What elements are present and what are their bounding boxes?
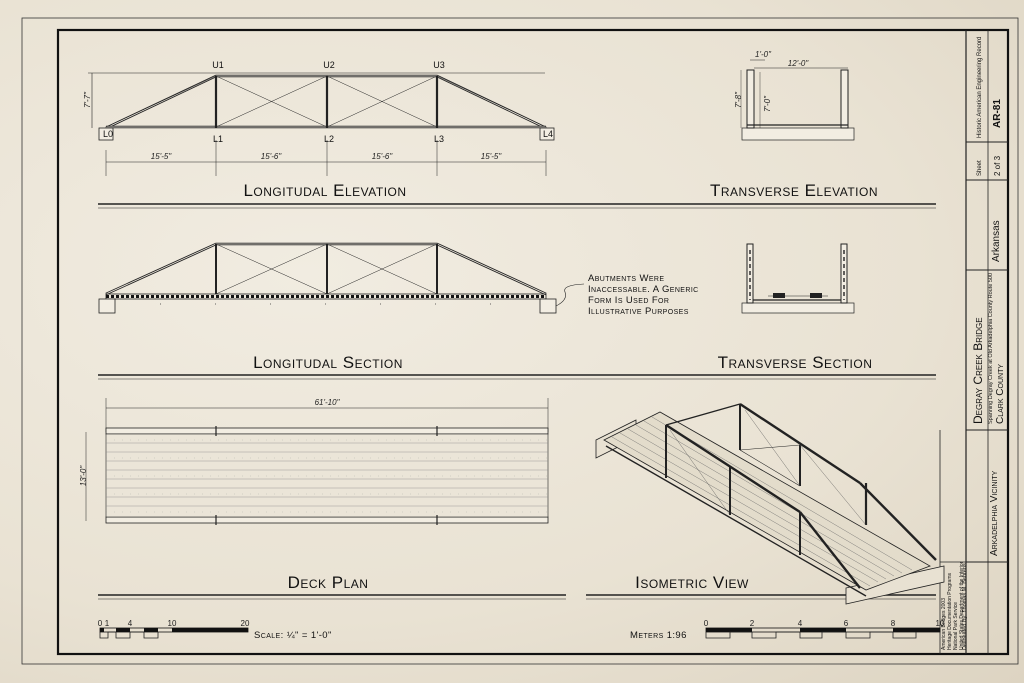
scale-ft-tick-20: 20 bbox=[241, 619, 250, 628]
longitudal-elevation-drawing: 7'-7" 15'-5" 15'-6" 15'-6" 15'-5" U1 U2 … bbox=[83, 60, 555, 176]
scale-ft-tick-4: 4 bbox=[128, 619, 133, 628]
label-L1: L1 bbox=[213, 134, 223, 144]
dim-panel-3: 15'-6" bbox=[372, 152, 394, 161]
vicinity: Arkadelphia Vicinity bbox=[989, 470, 1000, 556]
label-U3: U3 bbox=[433, 60, 445, 70]
note-line-1: Abutments Were bbox=[588, 273, 664, 284]
record-number: AR-81 bbox=[992, 99, 1003, 128]
transverse-section-drawing bbox=[741, 243, 855, 314]
label-L0: L0 bbox=[103, 129, 113, 139]
record-label: Historic American Engineering Record bbox=[977, 37, 983, 138]
scale-label-meters: Meters 1:96 bbox=[630, 630, 687, 641]
inner-border bbox=[56, 28, 1010, 656]
graphic-scale-meters: 0 2 4 6 8 10 bbox=[704, 619, 945, 639]
bridge-name: Degray Creek Bridge bbox=[971, 317, 985, 424]
transverse-elevation-drawing: 12'-0" 1'-0" 7'-8" 7'-0" bbox=[734, 50, 855, 141]
scale-label-feet: Scale: ¼" = 1'-0" bbox=[254, 630, 332, 641]
note-line-4: Illustrative Purposes bbox=[588, 306, 689, 317]
note-line-3: Form Is Used For bbox=[588, 295, 669, 306]
title-longitudal-section: Longitudal Section bbox=[253, 353, 403, 372]
scale-m-tick-4: 4 bbox=[798, 619, 803, 628]
state: Arkansas bbox=[991, 220, 1002, 262]
label-L3: L3 bbox=[434, 134, 444, 144]
label-L4: L4 bbox=[543, 129, 553, 139]
longitudal-section-drawing bbox=[98, 242, 585, 314]
sheet-number: 2 of 3 bbox=[993, 155, 1002, 176]
agency-line-3: National Park Service bbox=[953, 602, 959, 650]
title-deck-plan: Deck Plan bbox=[288, 573, 369, 592]
bridge-subtitle: Spanning Degray Creek at Old Arkadelphia… bbox=[988, 273, 994, 424]
dim-te-h2: 7'-0" bbox=[763, 95, 772, 112]
agency-line-1: American Bridges 2003 bbox=[941, 598, 947, 650]
dim-deck-length: 61'-10" bbox=[315, 398, 341, 407]
title-isometric-view: Isometric View bbox=[635, 573, 749, 592]
label-U2: U2 bbox=[323, 60, 335, 70]
scale-m-tick-6: 6 bbox=[844, 619, 849, 628]
scale-m-tick-8: 8 bbox=[891, 619, 896, 628]
outer-border bbox=[21, 17, 1019, 665]
isometric-view-drawing bbox=[595, 402, 945, 605]
title-transverse-elevation: Transverse Elevation bbox=[710, 181, 878, 200]
title-longitudal-elevation: Longitudal Elevation bbox=[243, 181, 406, 200]
title-block: Historic American Engineering Record AR-… bbox=[939, 30, 1008, 654]
section-dividers bbox=[98, 203, 936, 600]
scale-ft-tick-1: 1 bbox=[105, 619, 110, 628]
dim-height: 7'-7" bbox=[83, 91, 92, 108]
dim-te-top: 1'-0" bbox=[755, 50, 772, 59]
agency-line-4: United States Department of the Interior bbox=[959, 561, 965, 650]
agency-line-2: Heritage Documentation Programs bbox=[947, 573, 953, 650]
dim-te-width: 12'-0" bbox=[788, 59, 810, 68]
note-line-2: Inaccessable. A Generic bbox=[588, 284, 699, 295]
dim-panel-2: 15'-6" bbox=[261, 152, 283, 161]
scale-ft-tick-10: 10 bbox=[168, 619, 177, 628]
dim-te-h1: 7'-8" bbox=[734, 91, 743, 108]
label-U1: U1 bbox=[212, 60, 224, 70]
scale-m-tick-10: 10 bbox=[936, 619, 945, 628]
label-L2: L2 bbox=[324, 134, 334, 144]
dim-deck-width: 13'-0" bbox=[79, 465, 88, 487]
delineated-by: Delineated By: Thomas M. Behrens bbox=[962, 563, 968, 650]
county: Clark County bbox=[995, 364, 1006, 424]
title-transverse-section: Transverse Section bbox=[718, 353, 873, 372]
dim-panel-1: 15'-5" bbox=[151, 152, 173, 161]
scale-ft-tick-0: 0 bbox=[98, 619, 103, 628]
deck-plan-drawing: 61'-10" 13'-0" bbox=[79, 398, 549, 525]
graphic-scale-feet: 0 1 4 10 20 bbox=[98, 619, 250, 639]
scale-m-tick-2: 2 bbox=[750, 619, 755, 628]
sheet-label: Sheet bbox=[977, 160, 983, 176]
scale-m-tick-0: 0 bbox=[704, 619, 709, 628]
dim-panel-4: 15'-5" bbox=[481, 152, 503, 161]
